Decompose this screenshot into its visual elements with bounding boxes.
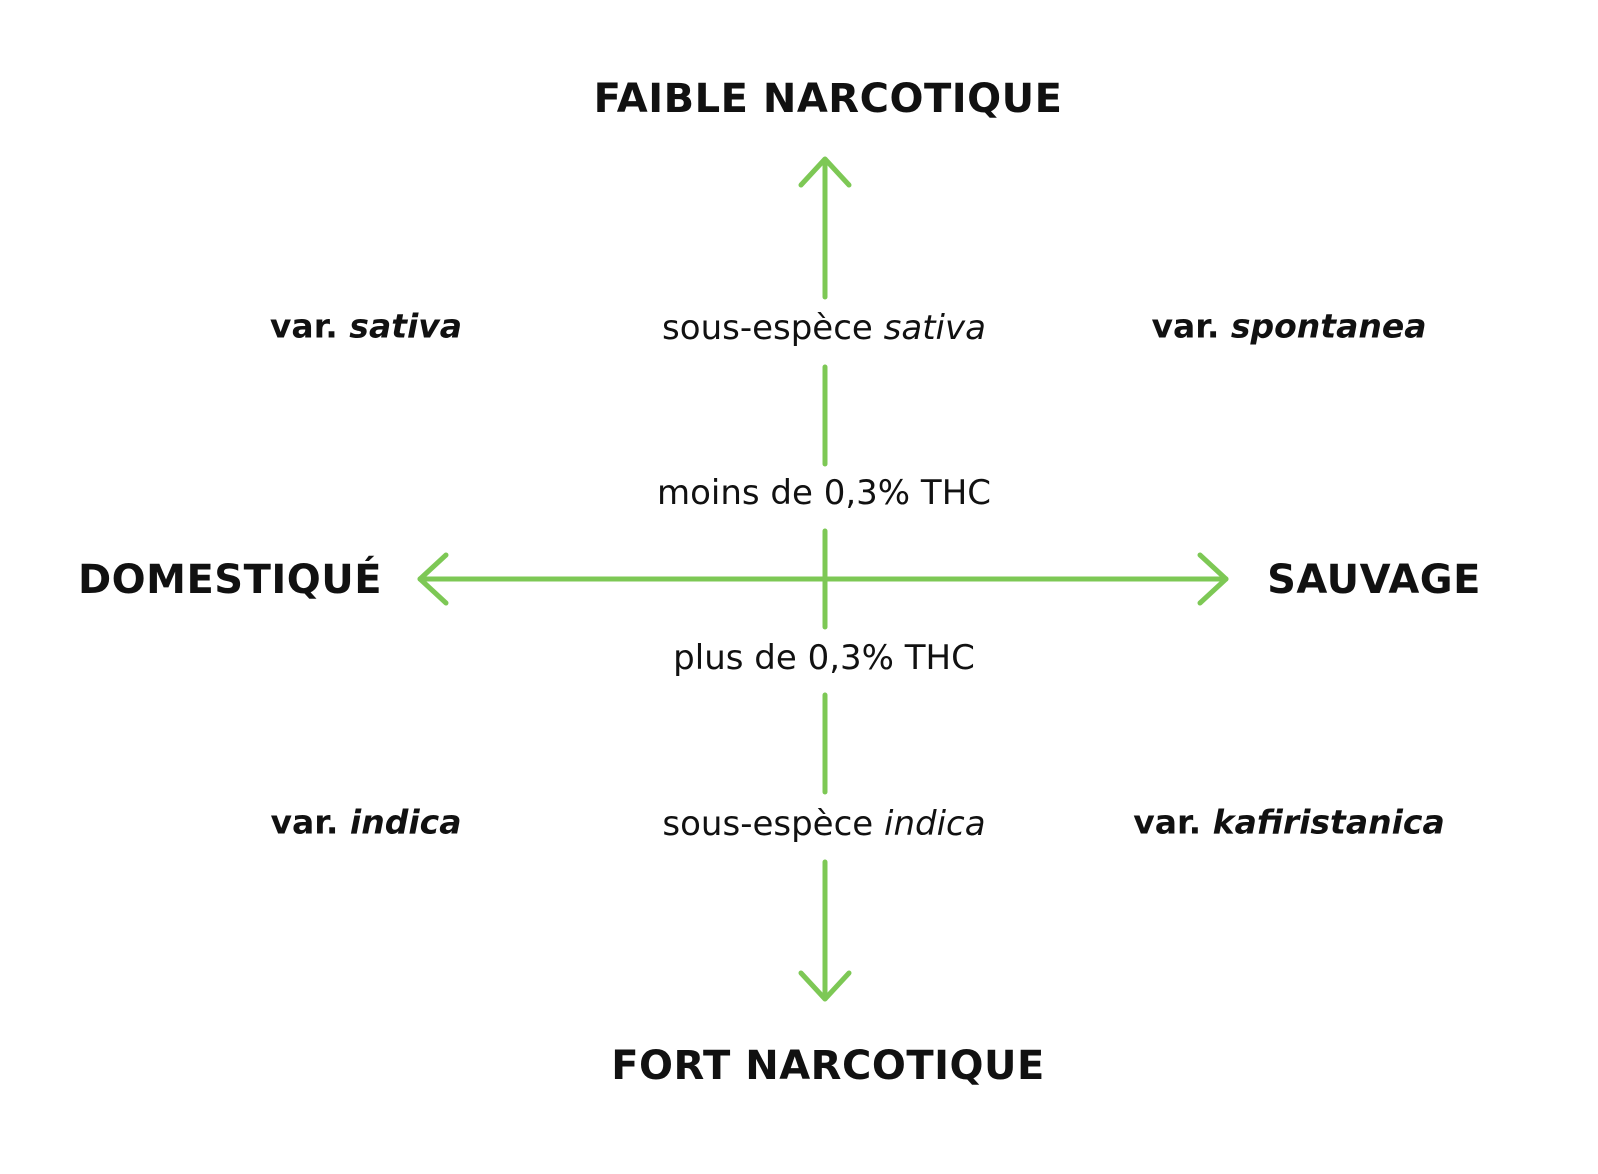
var-spontanea-label: var. spontanea xyxy=(1152,307,1427,346)
subspecies-sativa-label: sous-espèce sativa xyxy=(662,308,986,348)
label-name: indica xyxy=(349,802,462,842)
var-sativa-label: var. sativa xyxy=(270,307,462,346)
axis-label-right: SAUVAGE xyxy=(1267,557,1481,603)
less-thc-label: moins de 0,3% THC xyxy=(656,473,992,513)
down-arrowhead-icon xyxy=(798,970,852,1002)
label-prefix: var. xyxy=(269,306,350,346)
label-prefix: var. xyxy=(1151,306,1231,346)
axis-label-left: DOMESTIQUÉ xyxy=(77,557,383,603)
label-prefix: sous-espèce xyxy=(662,804,885,844)
label-prefix: var. xyxy=(1133,802,1213,842)
left-arrowhead-icon xyxy=(417,552,449,606)
label-name: sativa xyxy=(883,308,986,348)
var-kafiristanica-label: var. kafiristanica xyxy=(1133,803,1444,842)
var-indica-label: var. indica xyxy=(271,803,462,842)
axis-label-top: FAIBLE NARCOTIQUE xyxy=(593,76,1063,122)
axis-label-bottom: FORT NARCOTIQUE xyxy=(611,1043,1045,1089)
up-arrowhead-icon xyxy=(798,156,852,188)
label-name: sativa xyxy=(349,306,463,346)
more-thc-label: plus de 0,3% THC xyxy=(673,638,975,678)
subspecies-indica-label: sous-espèce indica xyxy=(662,804,985,844)
label-name: indica xyxy=(884,804,986,844)
label-prefix: sous-espèce xyxy=(662,308,884,348)
right-arrowhead-icon xyxy=(1197,552,1229,606)
label-name: kafiristanica xyxy=(1212,802,1445,842)
label-name: spontanea xyxy=(1230,306,1427,346)
label-prefix: var. xyxy=(270,802,350,842)
